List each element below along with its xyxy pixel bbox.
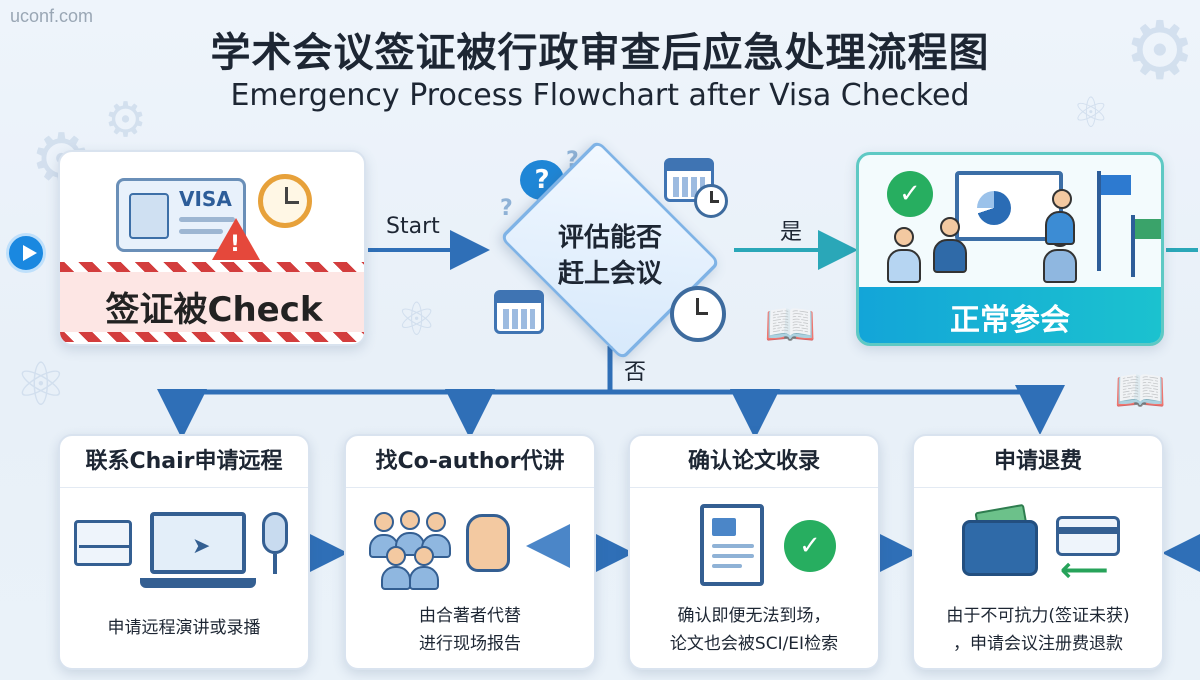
microphone-icon [262,512,288,554]
decision-line-2: 赶上会议 [557,259,662,289]
label-band [60,272,364,332]
microphone-stand [273,554,277,574]
clock-icon [670,286,726,342]
step-title: 申请退费 [914,436,1162,488]
node-visa-checked: VISA ! 签证被Check [58,150,366,346]
step-card-co-author: 找Co-author代讲 由合著者代替 进行现场报告 [344,434,596,670]
step-description: 由合著者代替 进行现场报告 [346,602,594,658]
atom-icon: ⚛ [396,292,438,346]
decision-node: 评估能否 赶上会议 [488,139,732,361]
visa-line [179,217,235,222]
warning-mark: ! [230,232,241,257]
calendar-icon [494,290,544,334]
node-label: 正常参会 [950,303,1070,338]
label-band [859,287,1161,343]
wallet-icon [962,520,1038,576]
step-description-line: 确认即便无法到场， [677,606,831,626]
flag-pole-icon [1131,215,1135,277]
step-description-line: 申请远程演讲或录播 [107,618,261,638]
step-card-refund: 申请退费 ⟵ 由于不可抗力(签证未获) ，申请会议注册费退款 [912,434,1164,670]
step-title: 找Co-author代讲 [346,436,594,488]
laptop-base [140,578,256,588]
megaphone-icon [526,524,570,568]
clock-icon [258,174,312,228]
person-icon [933,217,967,277]
envelope-icon [74,520,132,566]
laptop-icon: ➤ [150,512,246,574]
edge-label-start: Start [386,214,440,239]
group-icon [360,510,460,590]
decision-line-1: 评估能否 [557,223,662,253]
book-icon: 📖 [1114,366,1167,415]
warning-icon [212,218,260,260]
step-description-line: 由合著者代替 [419,606,521,626]
step-description: 申请远程演讲或录播 [60,614,308,642]
person-icon [887,227,921,287]
check-circle-icon: ✓ [784,520,836,572]
visa-text: VISA [179,187,232,211]
flag-icon [1101,175,1131,195]
calendar-icon [664,158,714,202]
edge-label-yes: 是 [780,220,803,245]
gear-icon: ⚙ [1124,4,1196,97]
refund-arrow-icon: ⟵ [1060,550,1109,590]
flag-icon [1135,219,1161,239]
step-description: 确认即便无法到场， 论文也会被SCI/EI检索 [630,602,878,658]
visa-line [179,229,223,234]
page-title: 学术会议签证被行政审查后应急处理流程图 [210,30,990,76]
step-description-line: 论文也会被SCI/EI检索 [669,634,839,654]
caution-tape [60,262,364,272]
step-description: 由于不可抗力(签证未获) ，申请会议注册费退款 [914,602,1162,658]
caution-tape [60,332,364,342]
book-icon: 📖 [764,300,817,349]
node-attend-normally: ✓ 正常参会 [856,152,1164,346]
raised-hand-icon [466,514,510,572]
atom-icon: ⚛ [1072,88,1110,137]
decision-label: 评估能否 赶上会议 [488,220,732,292]
question-mark-icon: ? [500,196,513,221]
person-icon [1045,189,1075,249]
step-description-line: 进行现场报告 [419,634,521,654]
watermark: uconf.com [10,6,94,26]
gear-icon: ⚙ [104,92,148,148]
check-circle-icon: ✓ [887,171,933,217]
step-card-contact-chair: 联系Chair申请远程 ➤ 申请远程演讲或录播 [58,434,310,670]
cursor-icon: ➤ [192,534,211,559]
branch-bus [179,385,1065,435]
pie-chart-icon [977,191,1011,225]
atom-icon: ⚛ [14,350,68,420]
clock-icon [694,184,728,218]
page-subtitle: Emergency Process Flowchart after Visa C… [230,78,970,113]
node-label: 签证被Check [105,290,323,330]
step-title: 联系Chair申请远程 [60,436,308,488]
credit-card-icon [1056,516,1120,556]
flag-pole-icon [1097,171,1101,271]
paper-document-icon [700,504,764,586]
passport-photo-icon [129,193,169,239]
step-card-confirm-paper: 确认论文收录 ✓ 确认即便无法到场， 论文也会被SCI/EI检索 [628,434,880,670]
presentation-board-icon [955,171,1063,241]
play-icon [6,233,46,273]
step-title: 确认论文收录 [630,436,878,488]
step-description-line: 由于不可抗力(签证未获) [946,606,1130,626]
step-description-line: ，申请会议注册费退款 [953,634,1123,654]
edge-label-no: 否 [624,360,647,385]
